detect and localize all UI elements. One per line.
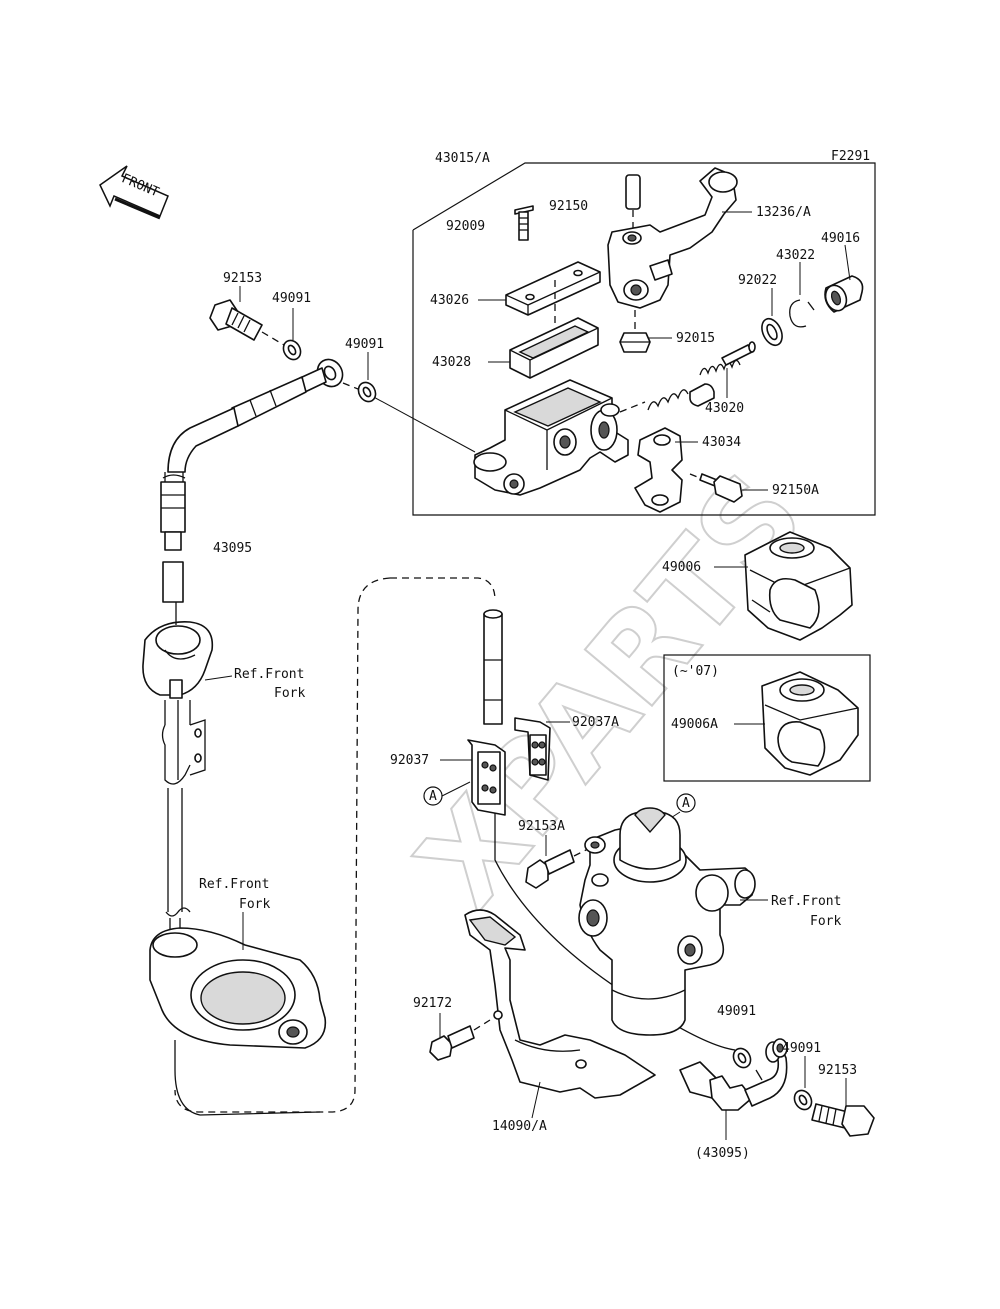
label-13236a: 13236/A [756,205,811,220]
label-92022: 92022 [738,273,777,288]
brake-hose-43095 [160,358,344,603]
cover-49006a [761,671,859,776]
label-92037a: 92037A [572,715,619,730]
label-92150: 92150 [549,199,588,214]
label-92153-top: 92153 [223,271,262,286]
fork-lower-leg [578,807,756,1036]
bolt-92172 [429,1025,475,1061]
label-43095: 43095 [213,541,252,556]
hose-guide-upper [142,602,214,699]
label-fork-1: Fork [274,686,305,701]
label-fork-2: Fork [239,897,270,912]
washer-49091-top2 [357,381,377,403]
fork-lower-clamp [149,918,327,1116]
brake-lever-13236a [607,167,738,309]
hose-clamp-92037 [467,739,506,816]
dashed-outline [174,577,391,1113]
figure-code: F2291 [831,149,870,164]
reservoir-cover-43026 [505,261,601,316]
label-43034: 43034 [702,435,741,450]
washer-49091-lower1 [732,1047,752,1069]
label-92150a: 92150A [772,483,819,498]
nut-92015 [619,310,651,353]
screw-92150 [514,205,534,241]
banjo-bolt-92153-bottom [811,1103,875,1137]
label-ref-front-3: Ref.Front [771,894,841,909]
svg-text:A: A [429,789,437,804]
label-fork-3: Fork [810,914,841,929]
bolt-92150a [689,473,743,503]
front-direction-arrow-icon: FRONT [99,165,169,220]
bolt-92153a [525,849,575,889]
washer-49091-bottom [793,1089,813,1111]
label-49091-top1: 49091 [272,291,311,306]
label-92153-bottom: 92153 [818,1063,857,1078]
label-14090a: 14090/A [492,1119,547,1134]
clamp-43034 [634,427,683,513]
label-49006a: 49006A [671,717,718,732]
label-49091-mid: 49091 [717,1004,756,1019]
cover-49006 [744,531,853,641]
label-43022: 43022 [776,248,815,263]
label-49006: 49006 [662,560,701,575]
label-43028: 43028 [432,355,471,370]
piston-assembly-43020 [619,341,756,413]
label-ref-front-2: Ref.Front [199,877,269,892]
washer-92022 [761,317,783,347]
diaphragm-43028 [509,317,599,379]
label-43015a: 43015/A [435,151,490,166]
label-92172: 92172 [413,996,452,1011]
washer-49091-top1 [282,339,302,361]
label-07: (~'07) [672,664,719,679]
label-ref-front-1: Ref.Front [234,667,304,682]
callout-a-circle-icon-2: A [676,793,696,813]
label-43020: 43020 [705,401,744,416]
master-cylinder-body [473,379,629,496]
bracket-14090a [464,909,656,1099]
banjo-bolt-92153-top [209,299,263,341]
variant-box [663,654,871,782]
label-92153a: 92153A [518,819,565,834]
label-49091-bottom: 49091 [782,1041,821,1056]
hose-clamp-92037a [514,717,551,781]
label-43095-paren: (43095) [695,1146,750,1161]
label-49016: 49016 [821,231,860,246]
circlip-43022 [789,299,815,328]
assembly-box [412,162,876,516]
label-92009: 92009 [446,219,485,234]
brake-pipe-vertical [483,609,503,725]
dust-boot-49016 [824,275,864,313]
label-43026: 43026 [430,293,469,308]
label-92037: 92037 [390,753,429,768]
label-49091-top2: 49091 [345,337,384,352]
svg-text:A: A [682,796,690,811]
fork-tube-left [161,700,206,917]
callout-a-circle-icon: A [423,786,443,806]
brake-hose-lower [679,1038,788,1111]
label-92015: 92015 [676,331,715,346]
